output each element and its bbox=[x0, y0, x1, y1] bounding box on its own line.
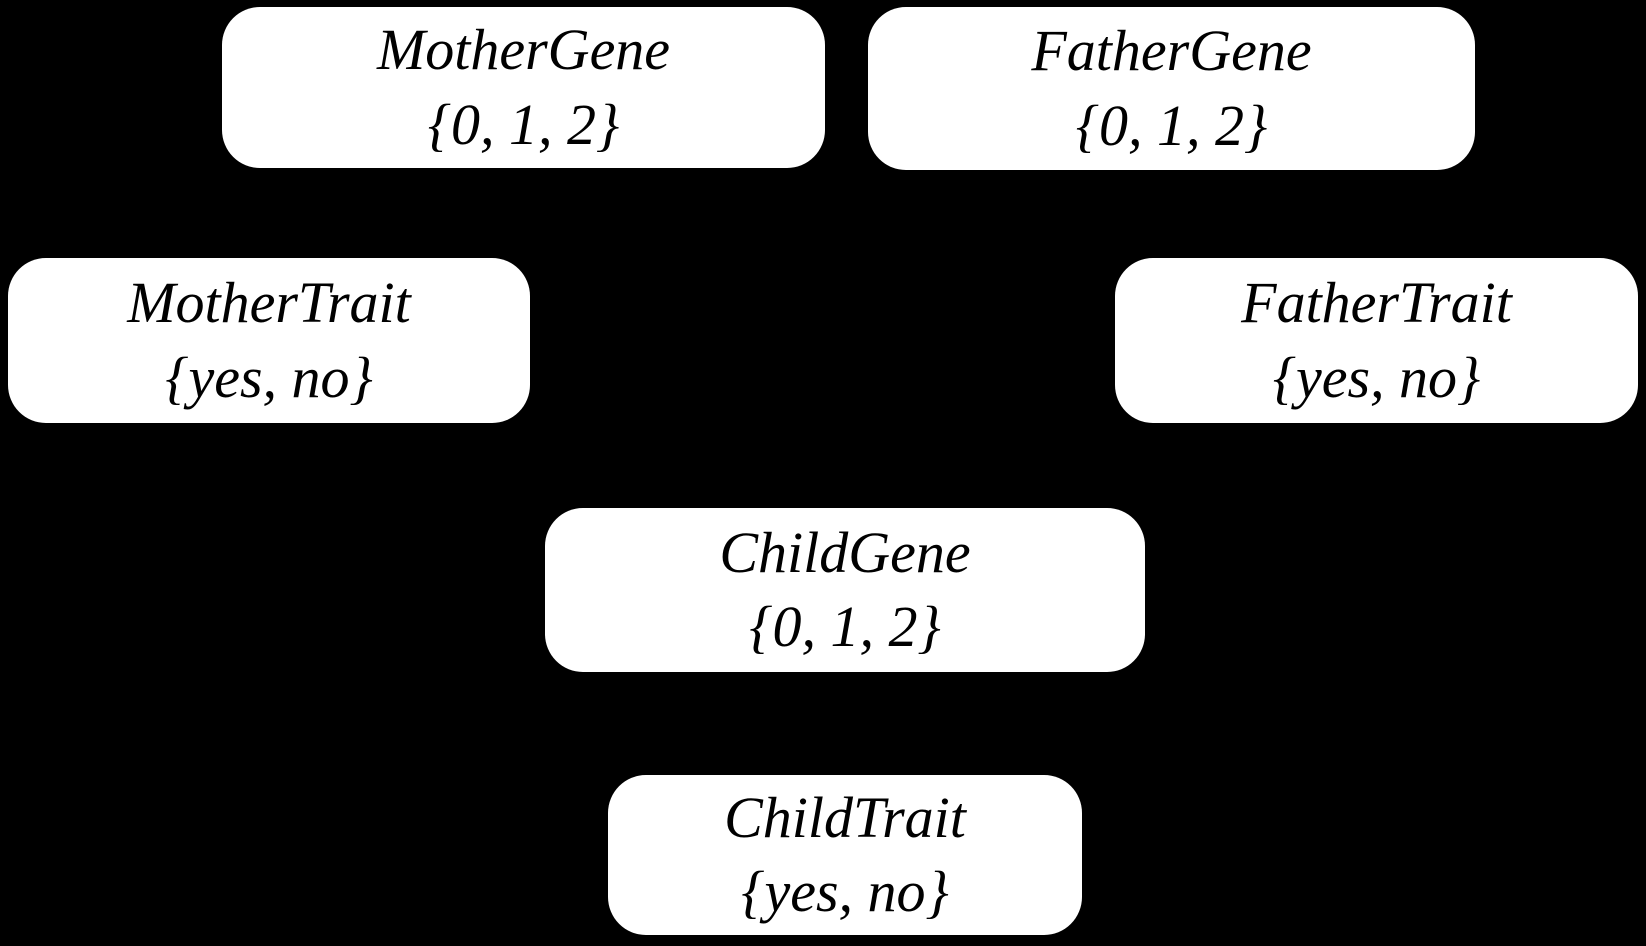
node-father-gene-domain: {0, 1, 2} bbox=[1075, 92, 1268, 158]
node-child-trait-domain: {yes, no} bbox=[741, 859, 949, 924]
node-child-gene-domain: {0, 1, 2} bbox=[749, 594, 941, 659]
node-mother-gene-title: MotherGene bbox=[376, 17, 671, 83]
node-father-trait-title: FatherTrait bbox=[1241, 270, 1512, 336]
node-father-trait-domain: {yes, no} bbox=[1272, 344, 1481, 410]
node-mother-trait: MotherTrait {yes, no} bbox=[8, 258, 530, 423]
node-child-gene-title: ChildGene bbox=[719, 519, 971, 585]
node-father-gene: FatherGene {0, 1, 2} bbox=[868, 7, 1475, 170]
node-mother-gene: MotherGene {0, 1, 2} bbox=[222, 7, 825, 168]
node-father-trait: FatherTrait {yes, no} bbox=[1115, 258, 1638, 423]
node-mother-gene-domain: {0, 1, 2} bbox=[427, 91, 620, 157]
node-child-trait: ChildTrait {yes, no} bbox=[608, 775, 1082, 935]
node-child-gene: ChildGene {0, 1, 2} bbox=[545, 508, 1145, 672]
node-mother-trait-title: MotherTrait bbox=[127, 270, 411, 336]
node-child-trait-title: ChildTrait bbox=[724, 784, 966, 850]
node-father-gene-title: FatherGene bbox=[1031, 18, 1312, 84]
node-mother-trait-domain: {yes, no} bbox=[165, 344, 373, 410]
